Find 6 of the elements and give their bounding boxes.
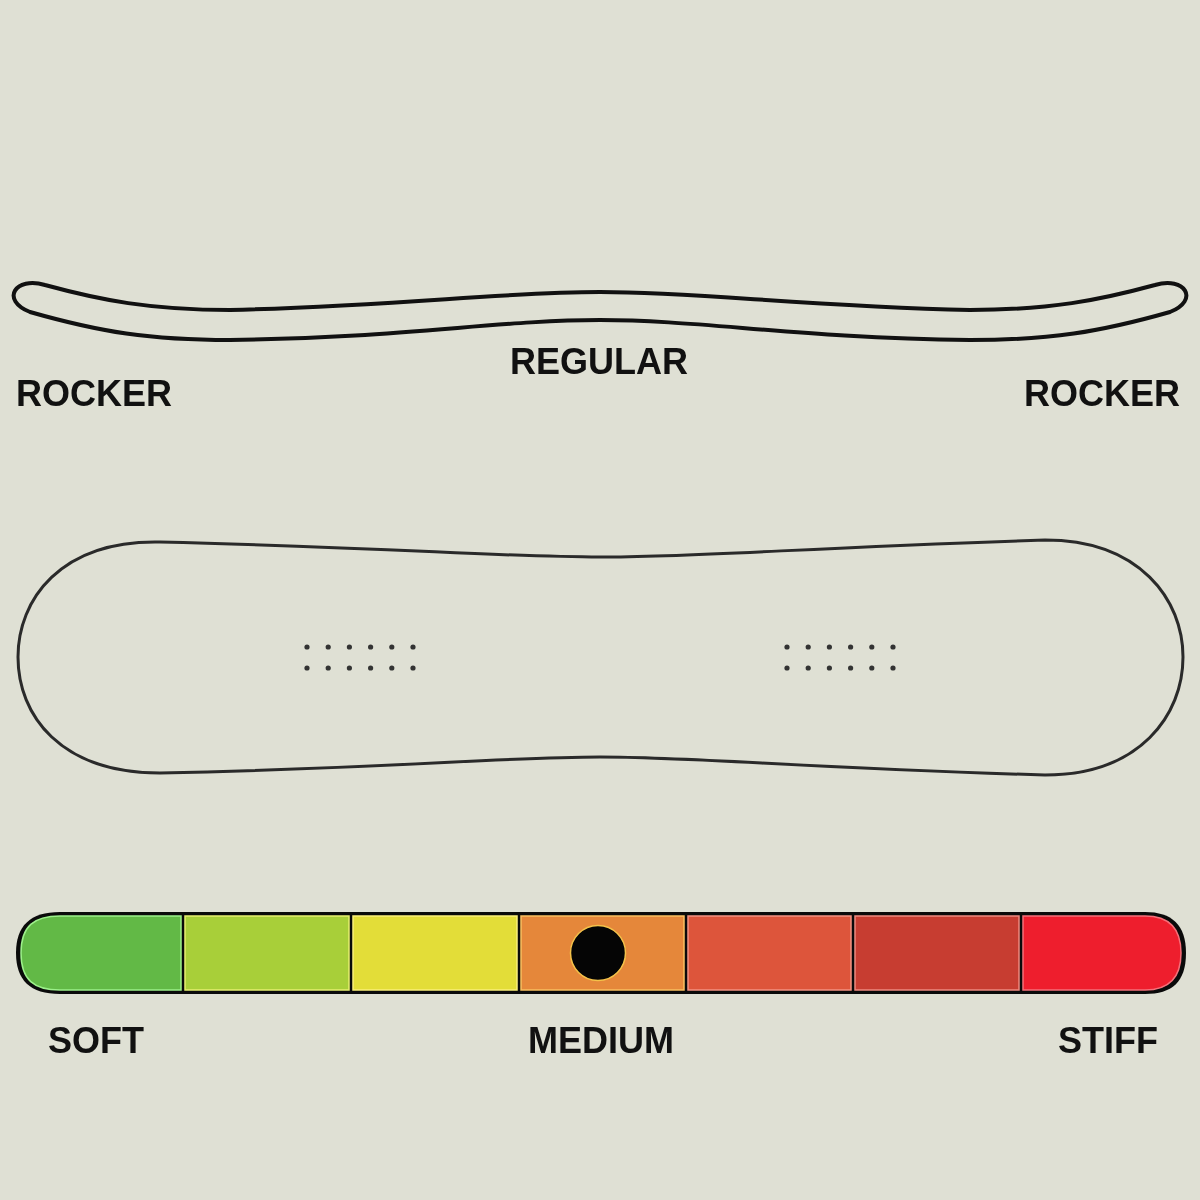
flex-label: STIFF — [1058, 1021, 1158, 1061]
profile-label: ROCKER — [1024, 374, 1180, 414]
flex-label: SOFT — [48, 1021, 144, 1061]
flex-label: MEDIUM — [528, 1021, 674, 1061]
profile-label: REGULAR — [510, 342, 688, 382]
profile-label: ROCKER — [16, 374, 172, 414]
